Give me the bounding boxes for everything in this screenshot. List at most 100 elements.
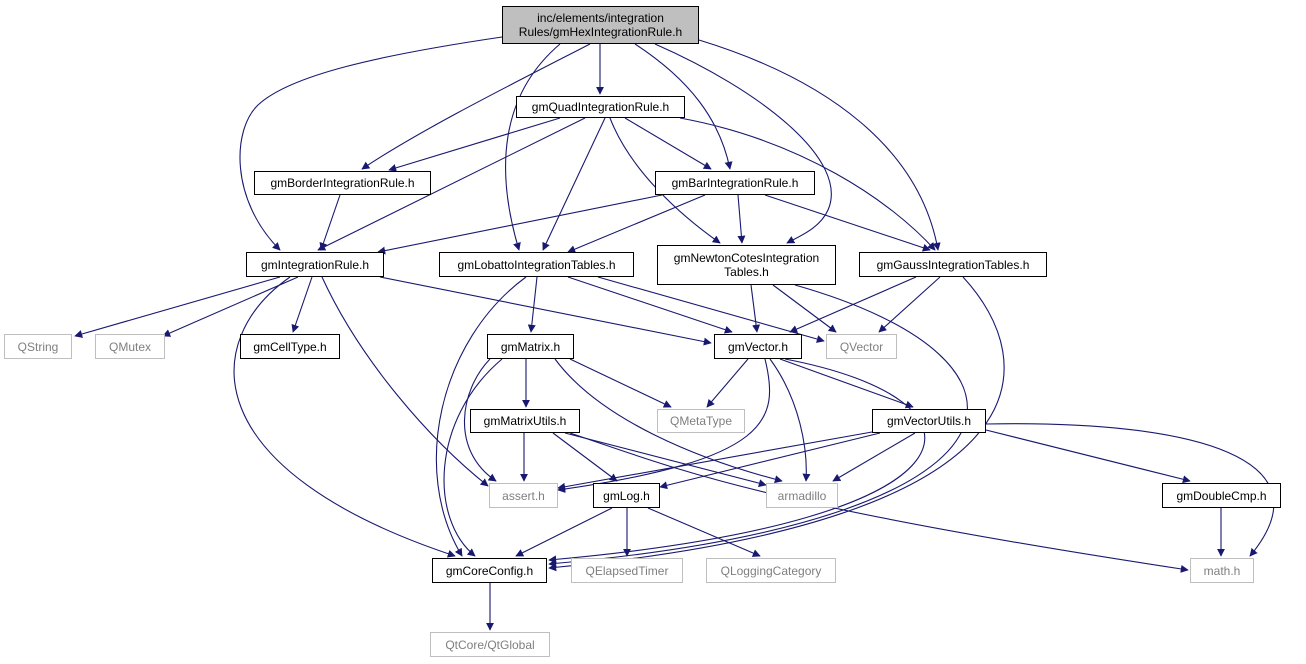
edge-lobatto-to-vector [567,276,733,334]
edge-bar-to-integ [377,194,663,255]
edge-gauss-to-vector [789,276,917,333]
edge-vector-to-qmetatype [706,358,749,408]
edge-matrix-to-assert [464,358,497,482]
node-gmdoublecmp[interactable]: gmDoubleCmp.h [1162,483,1281,508]
edge-vector-to-assert [557,358,771,493]
node-label: QtCore/QtGlobal [445,637,535,652]
edge-integ-to-celltype [291,276,313,333]
edge-hex-to-border [361,43,591,170]
edge-vector-to-armadillo [769,358,811,482]
node-label: assert.h [502,488,545,503]
edge-hex-to-lobatto [505,43,561,251]
edge-quad-to-integ [317,117,586,251]
node-label: QMutex [108,339,151,354]
edge-lobatto-to-coreconfig [435,276,527,557]
node-label: QLoggingCategory [720,563,822,578]
edge-vectorutils-to-log [659,432,881,490]
edge-lobatto-to-matrix [527,276,538,333]
node-label: gmGaussIntegrationTables.h [876,257,1030,272]
node-gmlobattointegrationtables[interactable]: gmLobattoIntegrationTables.h [439,252,634,277]
node-gmmatrixutils[interactable]: gmMatrixUtils.h [470,409,580,433]
node-label: armadillo [777,488,827,503]
edge-matrixutils-to-math [569,432,1189,573]
node-label-line1: inc/elements/integration [537,11,664,25]
edge-matrixutils-to-armadillo [564,432,767,488]
edge-integ-to-assert [321,276,489,487]
node-label: QMetaType [669,414,733,428]
node-gmbarintegrationrule[interactable]: gmBarIntegrationRule.h [655,171,815,195]
node-math[interactable]: math.h [1190,558,1254,583]
edge-quad-to-gauss [679,117,936,251]
edge-quad-to-border [388,117,561,172]
edge-hex-to-bar [634,43,733,170]
edge-vectorutils-to-armadillo [832,432,916,482]
edge-newton-to-qvector [772,284,837,333]
node-gmvectorutils[interactable]: gmVectorUtils.h [872,409,986,433]
node-label: gmQuadIntegrationRule.h [531,100,670,114]
node-qvector[interactable]: QVector [826,334,897,359]
edge-integ-to-qstring [74,276,281,338]
node-label: gmVectorUtils.h [886,414,972,428]
node-qloggingcategory[interactable]: QLoggingCategory [706,558,836,583]
node-gmintegrationrule[interactable]: gmIntegrationRule.h [246,252,384,277]
edge-integ-to-vector [379,276,712,346]
node-gmcelltype[interactable]: gmCellType.h [240,334,340,359]
edge-vector-to-coreconfig [548,358,926,564]
edge-group [74,36,1275,631]
node-label: gmDoubleCmp.h [1176,488,1267,503]
edge-newton-to-coreconfig [548,284,968,568]
node-label: gmBorderIntegrationRule.h [270,176,415,190]
node-gmhexintegrationrule[interactable]: inc/elements/integration Rules/gmHexInte… [502,6,699,44]
edge-quad-to-lobatto [542,117,606,251]
node-gmnewtoncotesintegrationtables[interactable]: gmNewtonCotesIntegration Tables.h [657,245,836,285]
node-qtglobal[interactable]: QtCore/QtGlobal [430,632,550,657]
edge-matrix-to-qmetatype [569,358,672,408]
edge-matrixutils-to-log [552,432,618,482]
edge-bar-to-gauss [764,194,931,252]
node-label-line2: Tables.h [724,265,769,279]
edge-newton-to-vector [750,284,761,333]
node-label: QElapsedTimer [585,563,669,578]
node-gmvector[interactable]: gmVector.h [714,334,802,359]
node-label: gmLobattoIntegrationTables.h [457,257,616,272]
edge-matrix-to-armadillo [554,358,783,484]
node-qelapsedtimer[interactable]: QElapsedTimer [571,558,683,583]
edge-integ-to-coreconfig [233,276,456,558]
node-gmlog[interactable]: gmLog.h [593,483,660,508]
node-label-line1: gmNewtonCotesIntegration [673,251,820,265]
node-gmcoreconfig[interactable]: gmCoreConfig.h [432,558,547,583]
edge-gauss-to-coreconfig [548,276,1005,572]
node-label: QString [17,339,59,354]
edge-border-to-integ [319,194,341,251]
node-label: math.h [1203,563,1241,578]
edge-vector-to-vectorutils [779,358,914,409]
node-qmetatype[interactable]: QMetaType [657,409,745,433]
node-armadillo[interactable]: armadillo [766,483,838,508]
node-qmutex[interactable]: QMutex [95,334,165,359]
node-qstring[interactable]: QString [4,334,72,359]
node-label: gmCoreConfig.h [445,563,534,578]
node-gmgaussintegrationtables[interactable]: gmGaussIntegrationTables.h [859,252,1047,277]
edge-lobatto-to-qvector [597,276,825,343]
node-label-line2: Rules/gmHexIntegrationRule.h [518,25,683,39]
edge-bar-to-newton [737,194,746,244]
node-label: gmMatrix.h [500,339,561,354]
edge-gauss-to-qvector [878,276,941,333]
node-assert[interactable]: assert.h [489,483,558,508]
node-label: gmLog.h [603,488,650,503]
node-gmborderintegrationrule[interactable]: gmBorderIntegrationRule.h [254,171,431,195]
edge-log-to-coreconfig [515,507,613,557]
node-gmmatrix[interactable]: gmMatrix.h [487,334,574,359]
node-label: gmBarIntegrationRule.h [671,176,799,190]
node-gmquadintegrationrule[interactable]: gmQuadIntegrationRule.h [516,96,685,118]
edge-integ-to-qmutex [162,276,299,337]
node-label: gmIntegrationRule.h [260,257,370,272]
edge-hex-to-integ [239,36,503,251]
node-label: gmVector.h [727,339,789,354]
edge-hex-to-newton [654,43,832,244]
edge-matrix-to-coreconfig [443,358,503,557]
edge-bar-to-lobatto [567,194,706,253]
node-label: gmCellType.h [253,339,327,354]
